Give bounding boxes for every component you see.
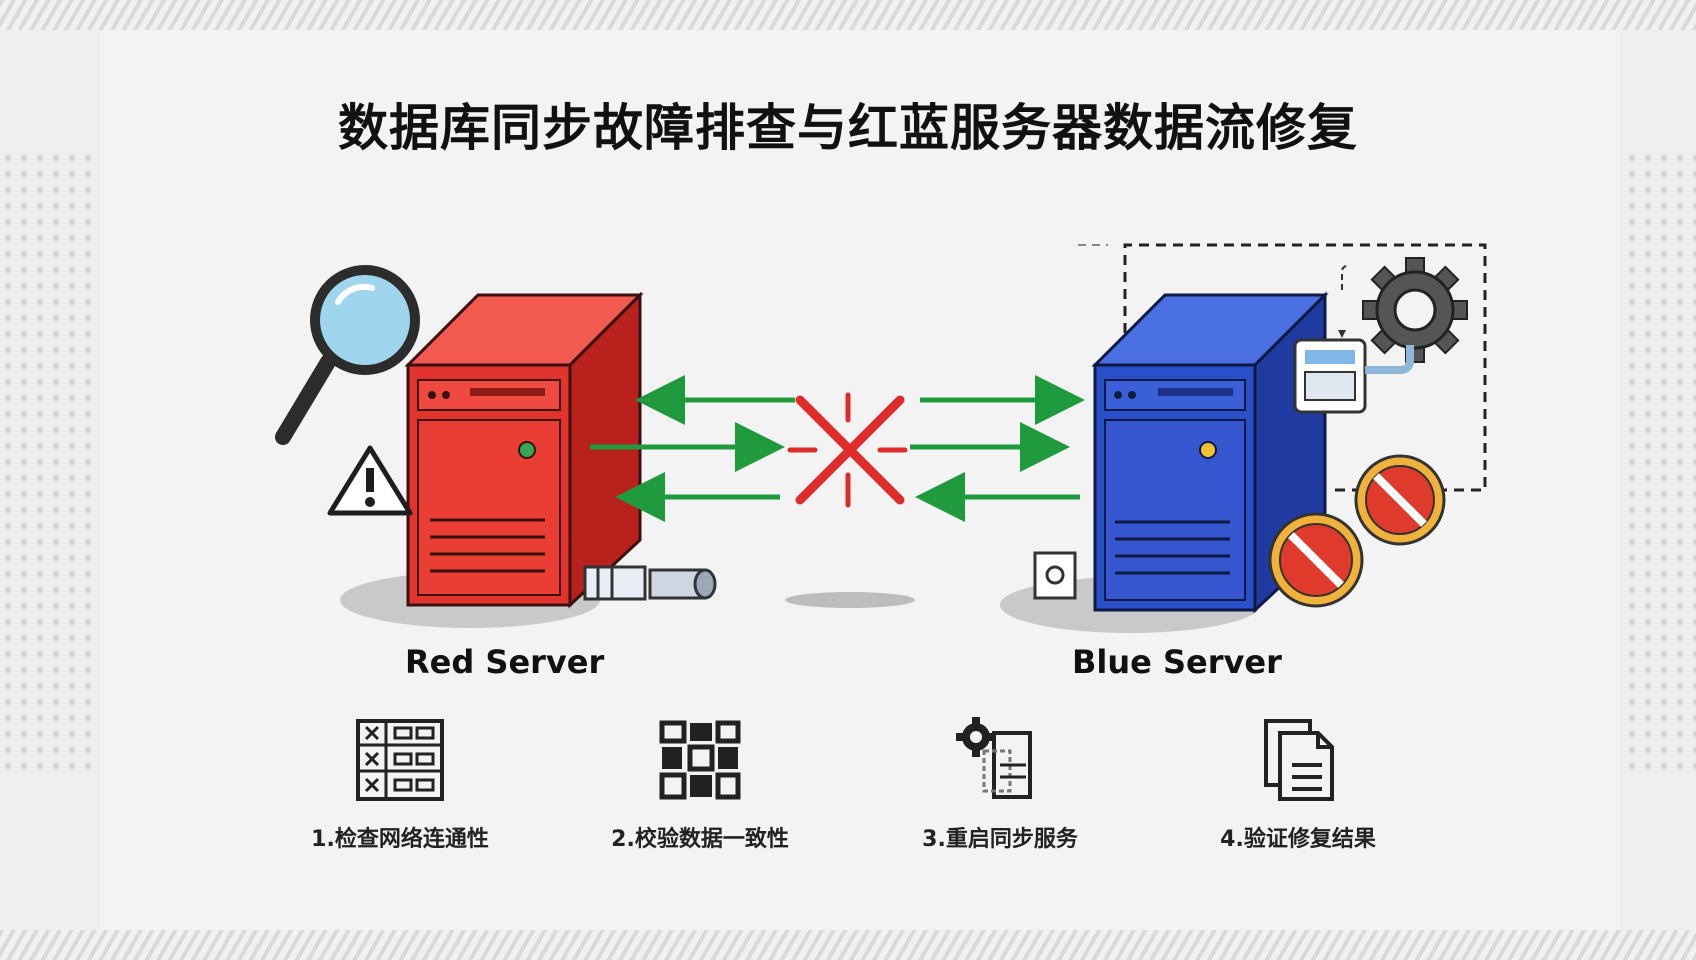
center-shadow [785, 592, 915, 608]
blue-server-label: Blue Server [1072, 643, 1282, 681]
step-restart-sync: 3.重启同步服务 [870, 715, 1130, 853]
step-label-2: 2.校验数据一致性 [611, 827, 789, 852]
red-server [404, 291, 644, 609]
repair-loop-dashed-line [1123, 243, 1487, 492]
step-label-3: 3.重启同步服务 [922, 827, 1078, 852]
step-label-1: 1.检查网络连通性 [311, 827, 489, 852]
checklist-icon [356, 719, 444, 801]
gear-icon [1362, 257, 1468, 363]
gear-restart-icon [956, 717, 1032, 799]
step-verify-consistency: 2.校验数据一致性 [570, 715, 830, 853]
stop-sign-icon [1354, 454, 1446, 546]
bottom-stripe-border [0, 930, 1696, 960]
error-x-icon [787, 392, 908, 508]
stop-sign-icon-2 [1268, 512, 1364, 608]
data-flow-arrows [590, 375, 1085, 522]
warning-icon [327, 445, 413, 516]
settings-document-icon [1033, 551, 1077, 600]
steps-row: 1.检查网络连通性 2.校验数据一致性 [0, 715, 1696, 865]
page-title: 数据库同步故障排查与红蓝服务器数据流修复 [338, 99, 1358, 157]
step-label-4: 4.验证修复结果 [1220, 827, 1376, 852]
database-connector-icon [1293, 265, 1414, 414]
magnifier-icon [275, 265, 420, 445]
broken-pipe-icon [583, 565, 717, 601]
step-check-network: 1.检查网络连通性 [270, 715, 530, 853]
top-stripe-border [0, 0, 1696, 30]
documents-icon [1264, 719, 1334, 801]
red-server-label: Red Server [405, 643, 605, 681]
grid-blocks-icon [659, 720, 741, 800]
step-validate-fix: 4.验证修复结果 [1168, 715, 1428, 853]
